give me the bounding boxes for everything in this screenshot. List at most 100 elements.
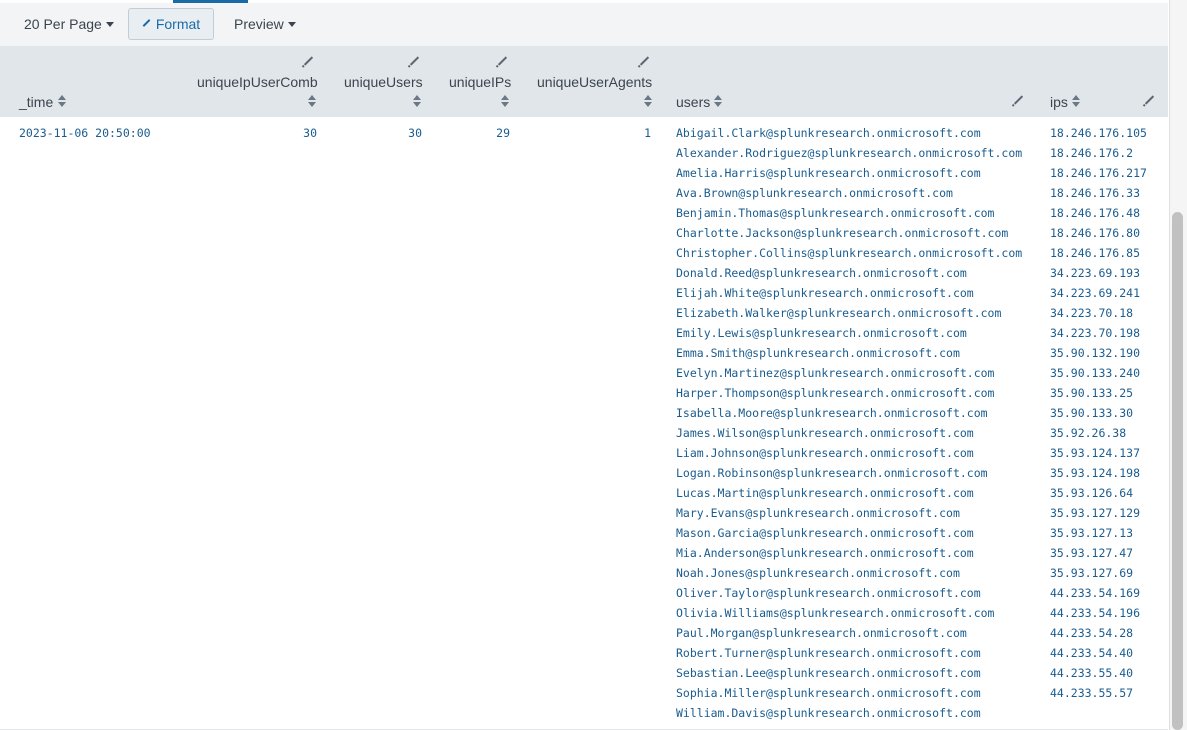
list-item[interactable]: 18.246.176.2 [1050, 146, 1134, 160]
list-item[interactable]: Evelyn.Martinez@splunkresearch.onmicroso… [676, 366, 995, 380]
list-item[interactable]: Noah.Jones@splunkresearch.onmicrosoft.co… [676, 566, 960, 580]
caret-down-icon [287, 21, 296, 27]
list-item[interactable]: 35.90.132.190 [1050, 346, 1141, 360]
list-item[interactable]: James.Wilson@splunkresearch.onmicrosoft.… [676, 426, 974, 440]
list-item[interactable]: Charlotte.Jackson@splunkresearch.onmicro… [676, 226, 1009, 240]
column-label: _time [19, 94, 54, 110]
column-label: ips [1050, 94, 1068, 110]
sort-icon[interactable] [644, 95, 652, 107]
column-label: uniqueIpUserComb [197, 74, 318, 90]
column-label: uniqueUsers [344, 74, 423, 90]
list-item[interactable]: Paul.Morgan@splunkresearch.onmicrosoft.c… [676, 626, 967, 640]
list-item[interactable]: 18.246.176.217 [1050, 166, 1147, 180]
cell-uniqueips[interactable]: 29 [496, 126, 510, 140]
pencil-icon[interactable] [497, 56, 508, 66]
list-item[interactable]: Donald.Reed@splunkresearch.onmicrosoft.c… [676, 266, 967, 280]
results-toolbar: 20 Per Page Format Preview [0, 3, 1168, 47]
list-item[interactable]: 18.246.176.48 [1050, 206, 1141, 220]
list-item[interactable]: Elijah.White@splunkresearch.onmicrosoft.… [676, 286, 974, 300]
list-item[interactable]: Isabella.Moore@splunkresearch.onmicrosof… [676, 406, 988, 420]
sort-icon[interactable] [413, 95, 421, 107]
list-item[interactable]: Sophia.Miller@splunkresearch.onmicrosoft… [676, 686, 981, 700]
list-item[interactable]: 35.93.127.47 [1050, 546, 1134, 560]
list-item[interactable]: Mia.Anderson@splunkresearch.onmicrosoft.… [676, 546, 974, 560]
pencil-icon[interactable] [1013, 95, 1024, 105]
column-label: uniqueUserAgents [537, 74, 653, 90]
list-item[interactable]: Mary.Evans@splunkresearch.onmicrosoft.co… [676, 506, 960, 520]
list-item[interactable]: 35.90.133.240 [1050, 366, 1141, 380]
cell-uniqueusers[interactable]: 30 [408, 126, 422, 140]
per-page-label: 20 Per Page [24, 16, 102, 32]
list-item[interactable]: 34.223.70.18 [1050, 306, 1134, 320]
list-item[interactable]: 44.233.55.57 [1050, 686, 1134, 700]
list-item[interactable]: 44.233.55.40 [1050, 666, 1134, 680]
list-item[interactable]: Sebastian.Lee@splunkresearch.onmicrosoft… [676, 666, 981, 680]
sort-icon[interactable] [308, 95, 316, 107]
list-item[interactable]: 35.90.133.25 [1050, 386, 1134, 400]
sort-icon[interactable] [501, 95, 509, 107]
list-item[interactable]: 34.223.70.198 [1050, 326, 1141, 340]
list-item[interactable]: Christopher.Collins@splunkresearch.onmic… [676, 246, 1023, 260]
list-item[interactable]: 35.93.124.137 [1050, 446, 1141, 460]
cell-time[interactable]: 2023-11-06 20:50:00 [19, 126, 151, 140]
list-item[interactable]: 44.233.54.196 [1050, 606, 1141, 620]
list-item[interactable]: 44.233.54.40 [1050, 646, 1134, 660]
list-item[interactable]: 35.90.133.30 [1050, 406, 1134, 420]
list-item[interactable]: 18.246.176.105 [1050, 126, 1147, 140]
list-item[interactable]: 35.93.127.69 [1050, 566, 1134, 580]
list-item[interactable]: Ava.Brown@splunkresearch.onmicrosoft.com [676, 186, 953, 200]
cell-ips: 18.246.176.105 18.246.176.2 18.246.176.217… [1050, 123, 1147, 703]
list-item[interactable]: Lucas.Martin@splunkresearch.onmicrosoft.… [676, 486, 974, 500]
scrollbar-thumb[interactable] [1172, 212, 1183, 730]
format-label: Format [155, 16, 201, 32]
list-item[interactable]: Elizabeth.Walker@splunkresearch.onmicros… [676, 306, 1002, 320]
list-item[interactable]: Robert.Turner@splunkresearch.onmicrosoft… [676, 646, 981, 660]
pencil-icon[interactable] [409, 56, 420, 66]
active-tab-indicator [173, 0, 248, 3]
list-item[interactable]: 35.93.127.129 [1050, 506, 1141, 520]
cell-users: Abigail.Clark@splunkresearch.onmicrosoft… [676, 123, 1022, 723]
list-item[interactable]: Logan.Robinson@splunkresearch.onmicrosof… [676, 466, 988, 480]
list-item[interactable]: Emma.Smith@splunkresearch.onmicrosoft.co… [676, 346, 960, 360]
sort-icon[interactable] [714, 95, 722, 107]
pencil-icon[interactable] [303, 56, 314, 66]
list-item[interactable]: Olivia.Williams@splunkresearch.onmicroso… [676, 606, 995, 620]
list-item[interactable]: 35.93.127.13 [1050, 526, 1134, 540]
list-item[interactable]: 44.233.54.169 [1050, 586, 1141, 600]
list-item[interactable]: 18.246.176.80 [1050, 226, 1141, 240]
list-item[interactable]: William.Davis@splunkresearch.onmicrosoft… [676, 706, 981, 720]
per-page-dropdown[interactable]: 20 Per Page [24, 8, 114, 40]
cell-uniqueipusercomb[interactable]: 30 [303, 126, 317, 140]
list-item[interactable]: Benjamin.Thomas@splunkresearch.onmicroso… [676, 206, 995, 220]
list-item[interactable]: Abigail.Clark@splunkresearch.onmicrosoft… [676, 126, 981, 140]
list-item[interactable]: 44.233.54.28 [1050, 626, 1134, 640]
sort-icon[interactable] [1072, 95, 1080, 107]
list-item[interactable]: 18.246.176.85 [1050, 246, 1141, 260]
list-item[interactable]: Mason.Garcia@splunkresearch.onmicrosoft.… [676, 526, 974, 540]
list-item[interactable]: Emily.Lewis@splunkresearch.onmicrosoft.c… [676, 326, 967, 340]
pencil-icon[interactable] [1144, 95, 1155, 105]
table-header: _time uniqueIpUserComb uniqueUsers uniqu… [0, 47, 1168, 117]
column-label: uniqueIPs [449, 74, 512, 90]
list-item[interactable]: Amelia.Harris@splunkresearch.onmicrosoft… [676, 166, 981, 180]
caret-down-icon [105, 21, 114, 27]
list-item[interactable]: Oliver.Taylor@splunkresearch.onmicrosoft… [676, 586, 981, 600]
column-label: users [676, 94, 711, 110]
preview-dropdown[interactable]: Preview [234, 8, 296, 40]
format-button[interactable]: Format [128, 8, 214, 40]
list-item[interactable]: Liam.Johnson@splunkresearch.onmicrosoft.… [676, 446, 974, 460]
top-tab-strip [0, 0, 1170, 3]
sort-icon[interactable] [58, 95, 66, 107]
list-item[interactable]: 35.92.26.38 [1050, 426, 1127, 440]
pencil-icon[interactable] [639, 56, 650, 66]
list-item[interactable]: 18.246.176.33 [1050, 186, 1141, 200]
list-item[interactable]: 35.93.124.198 [1050, 466, 1141, 480]
pencil-icon [142, 19, 151, 28]
list-item[interactable]: 34.223.69.241 [1050, 286, 1141, 300]
list-item[interactable]: 35.93.126.64 [1050, 486, 1134, 500]
cell-uniqueuseragents[interactable]: 1 [644, 126, 651, 140]
list-item[interactable]: Harper.Thompson@splunkresearch.onmicroso… [676, 386, 995, 400]
list-item[interactable]: 34.223.69.193 [1050, 266, 1141, 280]
list-item[interactable]: Alexander.Rodriguez@splunkresearch.onmic… [676, 146, 1023, 160]
preview-label: Preview [234, 16, 284, 32]
